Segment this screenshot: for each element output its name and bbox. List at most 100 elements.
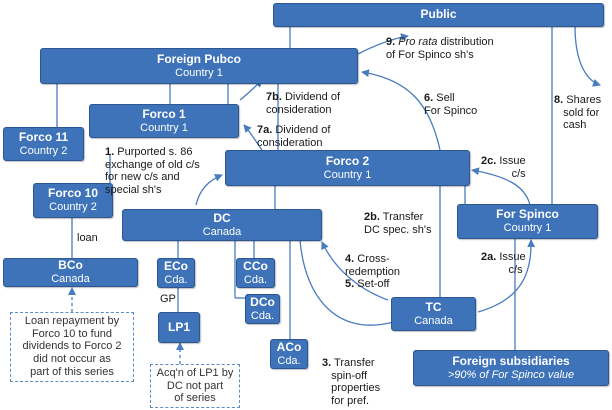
entity-forco10: Forco 10 Country 2 [33,183,113,218]
note-loan-repayment: Loan repayment by Forco 10 to fund divid… [10,312,134,382]
step-4-5-label: 4. Cross- redemption 5. Set-off [345,253,400,291]
entity-country: Country 1 [140,121,188,134]
step-text: Issue [499,251,526,263]
step-3-label: 3. Transfer spin-off properties for pref… [322,357,380,408]
entity-name: TC [425,299,442,314]
entity-name: CCo [243,258,268,273]
gp-label: GP [160,293,176,305]
step-text: c/s [508,263,523,276]
step-6-label: 6. Sell For Spinco [424,92,477,117]
entity-country: Country 2 [19,144,68,157]
arrow-step-9 [357,33,409,55]
entity-country: Cda. [243,273,268,286]
entity-name: DCo [250,294,275,309]
step-2b-label: 2b. Transfer DC spec. sh's [364,211,432,236]
step-text: Dividend of [275,124,331,136]
entity-name: BCo [58,258,83,273]
entity-country: Country 2 [49,201,97,214]
entity-name: ACo [276,339,302,354]
entity-name: ECo [164,258,188,273]
entity-foreign-pubco: Foreign Pubco Country 1 [40,48,358,84]
entity-tc: TC Canada [391,297,476,331]
note-lp1-acquisition: Acq'n of LP1 by DC not part of series [150,364,240,408]
entity-name: LP1 [167,319,190,334]
step-number: 4. [345,253,355,265]
step-text: redemption [345,265,401,278]
note-line: part of this series [30,365,114,378]
step-number: 3. [322,357,332,369]
entity-country: Country 1 [175,66,223,79]
entity-value-note: >90% of For Spinco value [447,368,575,381]
entity-country: Country 1 [503,222,552,235]
step-2c-label: 2c. Issue c/s [481,155,526,180]
entity-name: Public [420,7,457,22]
entity-forco11: Forco 11 Country 2 [3,127,84,161]
loan-label: loan [77,232,98,244]
step-text: special sh's [105,183,162,196]
step-number: 2a. [481,251,497,263]
step-text: of For Spinco sh's [386,48,474,61]
step-number: 9. [386,36,396,48]
entity-country: Country 1 [323,168,372,181]
step-text: spin-off [331,369,368,382]
entity-bco: BCo Canada [3,258,138,287]
step-text: Issue [499,155,526,167]
entity-country: Canada [51,273,90,286]
step-number: 7b. [266,91,282,103]
step-text: consideration [266,103,332,116]
step-text: consideration [257,136,323,149]
step-text: sold for [563,106,600,119]
entity-country: Cda. [277,354,301,367]
entity-lp1: LP1 [158,312,200,343]
note-line: Forco 10 to fund [31,327,113,340]
step-text: Dividend of [284,91,341,103]
step-text: Purported s. 86 [117,146,193,158]
step-text: for new c/s and [105,171,180,184]
arrow-step-1 [195,174,223,206]
step-number: 2b. [364,211,380,223]
step-text: Shares [566,94,602,106]
entity-country: Cda. [164,273,188,286]
entity-name: Forco 2 [325,153,370,168]
step-text: Sell [436,92,455,104]
step-text: properties [331,382,381,395]
arrow-step-2a [477,239,536,313]
step-text: DC spec. sh's [364,223,432,236]
step-9-label: 9. Pro rata distribution of For Spinco s… [386,36,494,61]
entity-name: Foreign subsidiaries [452,353,570,368]
step-text: exchange of old c/s [105,158,200,171]
step-text: cash [563,119,587,132]
step-text: Transfer [382,211,424,223]
step-7a-label: 7a. Dividend of consideration [257,124,330,149]
step-number: 2c. [481,155,497,167]
entity-name: Forco 11 [18,129,69,144]
step-number: 6. [424,92,434,104]
entity-eco: ECo Cda. [157,258,195,288]
entity-country: Cda. [250,309,275,322]
step-8-label: 8. Shares sold for cash [554,94,601,132]
step-number: 7a. [257,124,273,136]
entity-forco1: Forco 1 Country 1 [89,104,239,138]
note-line: Acq'n of LP1 by [156,367,234,379]
step-text: distribution [437,36,494,48]
entity-for-spinco: For Spinco Country 1 [457,204,598,239]
step-number: 1. [105,146,115,158]
entity-forco2: Forco 2 Country 1 [225,150,470,186]
arrow-step-2c [471,167,531,206]
step-text: c/s [511,167,526,180]
step-text: for pref. [331,394,370,407]
note-line: of series [174,392,216,405]
entity-aco: ACo Cda. [270,339,308,369]
step-number: 5. [345,278,355,291]
step-number: 8. [554,94,564,106]
entity-name: DC [213,210,231,225]
entity-foreign-subsidiaries: Foreign subsidiaries >90% of For Spinco … [413,350,609,386]
entity-public: Public [273,3,604,27]
step-text: For Spinco [424,104,478,117]
note-line: did not occur as [33,352,111,365]
step-2a-label: 2a. Issue c/s [481,251,526,276]
entity-cco: CCo Cda. [236,258,275,288]
entity-name: Forco 1 [142,106,186,121]
